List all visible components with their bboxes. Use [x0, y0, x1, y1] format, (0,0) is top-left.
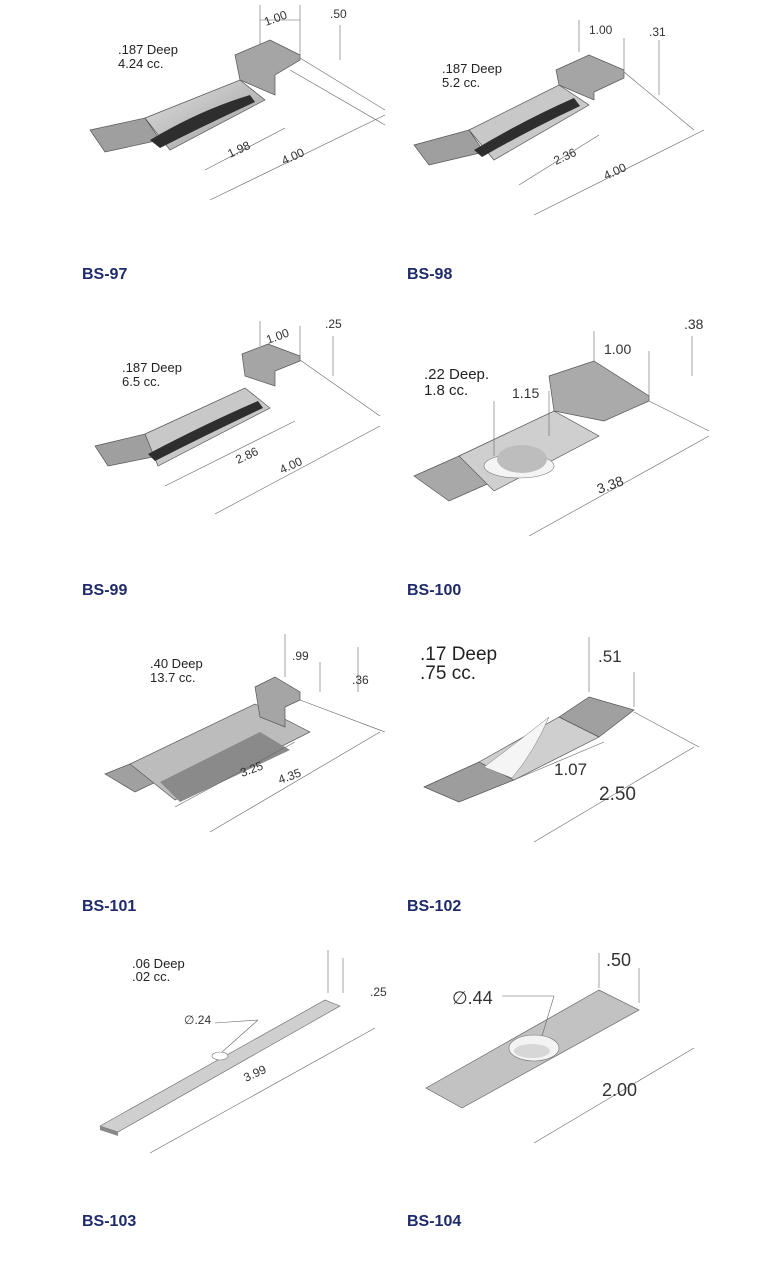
- bs-103-dim-top: .25: [370, 985, 387, 999]
- bs-102-drawing: .17 Deep .75 cc. .51 1.07 2.50: [420, 637, 700, 843]
- part-cell-bs-99: .187 Deep 6.5 cc. 1.00 .25 2.86 4.00 BS-…: [0, 316, 384, 632]
- part-cell-bs-98: .187 Deep 5.2 cc. 1.00 .31 2.36 4.00 BS-…: [384, 0, 768, 316]
- part-cell-bs-101: .40 Deep 13.7 cc. .99 .36 3.25 4.35 BS-1…: [0, 632, 386, 948]
- bs-103-note-depth: .06 Deep: [132, 956, 185, 971]
- bs-102-note-volume: .75 cc.: [420, 663, 476, 684]
- bs-97-dim-height: .50: [330, 7, 347, 21]
- bs-102-dim-top: .51: [598, 647, 622, 666]
- bs-103-dim-length: 3.99: [241, 1062, 268, 1085]
- part-cell-bs-97: .187 Deep 4.24 cc. 1.00 .50 1.98 4.00 BS…: [0, 0, 386, 316]
- bs-98-dim-inner: 2.36: [551, 145, 578, 168]
- bs-99-dim-inner: 2.86: [233, 444, 260, 467]
- part-label: BS-100: [407, 582, 462, 599]
- bs-97-dim-length: 4.00: [279, 145, 306, 168]
- bs-99-note-volume: 6.5 cc.: [122, 374, 160, 389]
- bs-100-dim-top: 1.00: [604, 341, 631, 357]
- bs-103-note-volume: .02 cc.: [132, 969, 170, 984]
- bs-104-dim-length: 2.00: [602, 1080, 637, 1100]
- bs-101-drawing: .40 Deep 13.7 cc. .99 .36 3.25 4.35: [104, 634, 386, 833]
- bs-100-note-depth: .22 Deep.: [424, 366, 489, 383]
- bs-104-dim-top: .50: [606, 950, 631, 970]
- bs-101-dim-top: .99: [292, 649, 309, 663]
- bs-100-dim-inner: 1.15: [512, 385, 539, 401]
- bs-104-dim-diameter: ∅.44: [452, 988, 493, 1008]
- part-cell-bs-104: .50 ∅.44 2.00 BS-104: [384, 948, 768, 1264]
- bs-102-dim-length: 2.50: [599, 784, 636, 805]
- bs-100-drawing: .22 Deep. 1.8 cc. 1.00 .38 1.15 3.38: [413, 316, 710, 537]
- bs-97-drawing: .187 Deep 4.24 cc. 1.00 .50 1.98 4.00: [89, 5, 386, 201]
- bs-98-drawing: .187 Deep 5.2 cc. 1.00 .31 2.36 4.00: [413, 20, 705, 216]
- bs-101-note-volume: 13.7 cc.: [150, 670, 196, 685]
- bs-99-note-depth: .187 Deep: [122, 360, 182, 375]
- part-label: BS-104: [407, 1213, 462, 1230]
- bs-101-note-depth: .40 Deep: [150, 656, 203, 671]
- bs-98-dim-top: 1.00: [589, 23, 613, 37]
- part-cell-bs-103: .06 Deep .02 cc. .25 ∅.24 3.99 BS-103: [0, 948, 387, 1264]
- bs-102-dim-inner: 1.07: [554, 760, 587, 779]
- part-cell-bs-102: .17 Deep .75 cc. .51 1.07 2.50 BS-102: [384, 632, 768, 948]
- bs-103-drawing: .06 Deep .02 cc. .25 ∅.24 3.99: [99, 950, 387, 1154]
- bs-100-dim-height: .38: [684, 316, 704, 332]
- part-label: BS-101: [82, 898, 137, 915]
- bs-99-dim-top: 1.00: [264, 326, 291, 347]
- bs-99-dim-height: .25: [325, 317, 342, 331]
- bs-101-dim-height: .36: [352, 673, 369, 687]
- part-label: BS-103: [82, 1213, 137, 1230]
- bs-100-dim-length: 3.38: [595, 472, 626, 496]
- bs-97-note-volume: 4.24 cc.: [118, 56, 164, 71]
- bs-99-drawing: .187 Deep 6.5 cc. 1.00 .25 2.86 4.00: [94, 317, 381, 515]
- part-cell-bs-100: .22 Deep. 1.8 cc. 1.00 .38 1.15 3.38 BS-…: [384, 316, 768, 632]
- bs-97-dim-inner: 1.98: [225, 138, 252, 161]
- part-label: BS-99: [82, 582, 128, 599]
- bs-104-drawing: .50 ∅.44 2.00: [425, 950, 695, 1144]
- bs-102-note-depth: .17 Deep: [420, 644, 497, 665]
- bs-98-dim-length: 4.00: [601, 160, 628, 183]
- bs-103-dim-diameter: ∅.24: [184, 1013, 211, 1027]
- bs-101-dim-length: 4.35: [276, 766, 303, 787]
- bs-100-note-volume: 1.8 cc.: [424, 382, 468, 399]
- bs-97-dim-top: 1.00: [262, 8, 289, 29]
- part-label: BS-97: [82, 266, 128, 283]
- part-label: BS-102: [407, 898, 462, 915]
- part-label: BS-98: [407, 266, 453, 283]
- bs-98-note-depth: .187 Deep: [442, 61, 502, 76]
- bs-98-dim-height: .31: [649, 25, 666, 39]
- bs-97-note-depth: .187 Deep: [118, 42, 178, 57]
- bs-98-note-volume: 5.2 cc.: [442, 75, 480, 90]
